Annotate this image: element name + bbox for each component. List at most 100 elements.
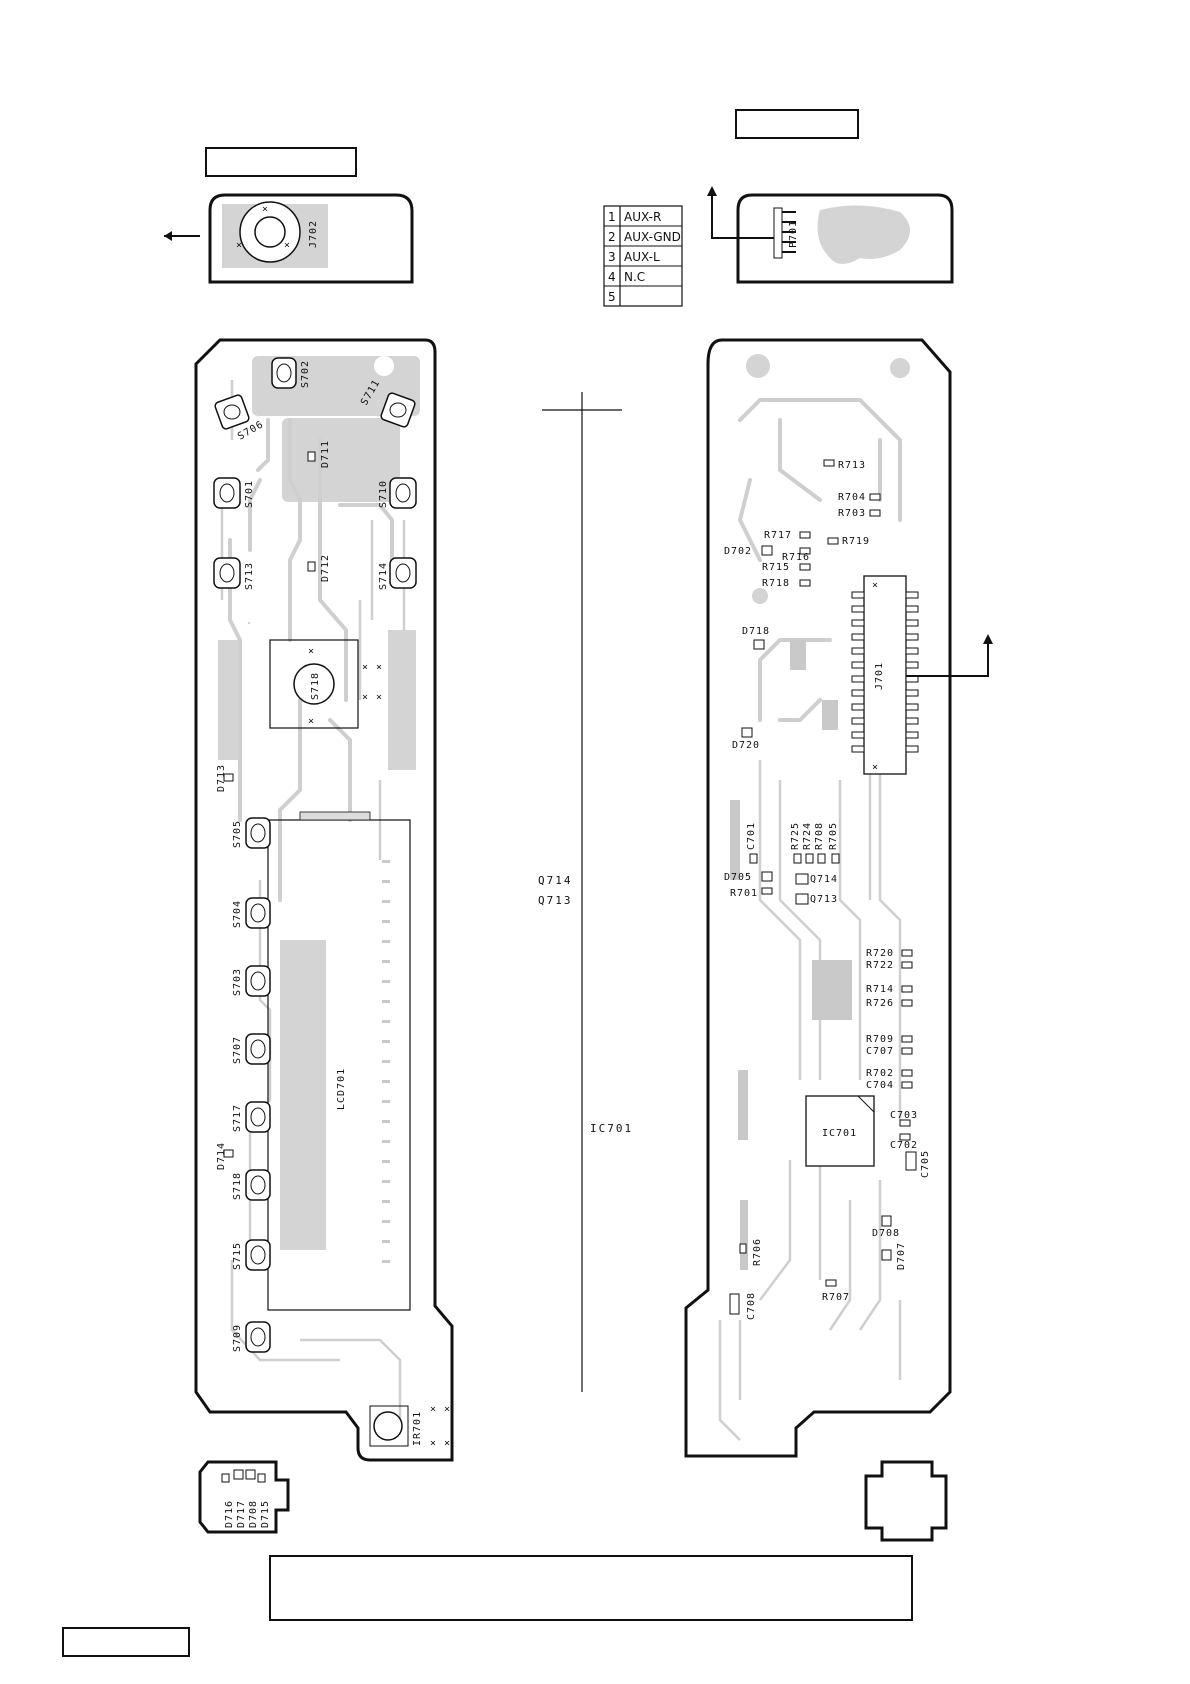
- label-r714: R714: [866, 984, 894, 995]
- label-r719: R719: [842, 536, 870, 547]
- svg-text:×: ×: [308, 646, 315, 657]
- center-switch-label: S718: [310, 672, 321, 700]
- svg-text:×: ×: [262, 204, 269, 215]
- svg-text:×: ×: [872, 580, 879, 591]
- lcd-label: LCD701: [336, 1068, 347, 1110]
- jack-board: × × × J702: [164, 193, 414, 284]
- left-board: LCD701 S718 × × × × × × S702 S706 S711 S…: [194, 338, 454, 1462]
- label-s714: S714: [378, 562, 389, 590]
- switch-s713[interactable]: [213, 557, 241, 589]
- ic-label: IC701: [822, 1128, 857, 1139]
- switch-s711[interactable]: [380, 392, 416, 428]
- label-c705: C705: [920, 1150, 931, 1178]
- switch-s705[interactable]: [245, 817, 271, 849]
- switch-s703[interactable]: [245, 965, 271, 997]
- connector-label: J701: [874, 662, 885, 690]
- ir-label: IR701: [412, 1411, 423, 1446]
- pin-3: 3: [608, 250, 616, 264]
- pin-3-signal: AUX-L: [624, 250, 660, 264]
- label-s704: S704: [232, 900, 243, 928]
- pin-2: 2: [608, 230, 616, 244]
- label-r704: R704: [838, 492, 866, 503]
- label-s713: S713: [244, 562, 255, 590]
- label-r703: R703: [838, 508, 866, 519]
- switch-s707[interactable]: [245, 1033, 271, 1065]
- label-d720: D720: [732, 740, 760, 751]
- label-d711: D711: [320, 440, 331, 468]
- label-s705: S705: [232, 820, 243, 848]
- label-d708: D708: [872, 1228, 900, 1239]
- label-s701: S701: [244, 480, 255, 508]
- label-d707: D707: [896, 1242, 907, 1270]
- jack-label: J702: [308, 220, 319, 248]
- svg-text:× ×: × ×: [362, 662, 383, 673]
- label-c707: C707: [866, 1046, 894, 1057]
- label-r717: R717: [764, 530, 792, 541]
- right-board: J701 × × IC701: [684, 338, 993, 1458]
- label-c703: C703: [890, 1110, 918, 1121]
- svg-text:×: ×: [236, 240, 243, 251]
- led-board: D716 D717 D708 D715: [198, 1460, 290, 1534]
- label-r718: R718: [762, 578, 790, 589]
- svg-text:× ×: × ×: [430, 1404, 451, 1415]
- switch-s701[interactable]: [213, 477, 241, 509]
- pin-1-signal: AUX-R: [624, 210, 661, 224]
- label-r726: R726: [866, 998, 894, 1009]
- label-r708: R708: [814, 822, 825, 850]
- label-s709: S709: [232, 1324, 243, 1352]
- switch-s706[interactable]: [214, 394, 250, 430]
- label-s717: S717: [232, 1104, 243, 1132]
- label-r706: R706: [752, 1238, 763, 1266]
- svg-text:×: ×: [284, 240, 291, 251]
- center-label-ic701: IC701: [590, 1122, 633, 1135]
- corner-board: [864, 1460, 948, 1542]
- title-box-left: [205, 147, 357, 177]
- pin-2-signal: AUX-GND: [624, 230, 681, 244]
- label-r724: R724: [802, 822, 813, 850]
- label-d715: D715: [260, 1500, 271, 1528]
- switch-s702[interactable]: [271, 357, 297, 389]
- pin-4-signal: N.C: [624, 270, 645, 284]
- connector-table: 1 AUX-R 2 AUX-GND 3 AUX-L 4 N.C 5: [603, 205, 683, 307]
- switch-s704[interactable]: [245, 897, 271, 929]
- label-d714: D714: [216, 1142, 227, 1170]
- label-d705: D705: [724, 872, 752, 883]
- label-r715: R715: [762, 562, 790, 573]
- switch-s714[interactable]: [389, 557, 417, 589]
- label-s718b: S718: [232, 1172, 243, 1200]
- label-r707: R707: [822, 1292, 850, 1303]
- label-r702: R702: [866, 1068, 894, 1079]
- svg-text:×: ×: [308, 716, 315, 727]
- label-c704: C704: [866, 1080, 894, 1091]
- label-r705: R705: [828, 822, 839, 850]
- label-c701: C701: [746, 822, 757, 850]
- label-q713: Q713: [810, 894, 838, 905]
- label-r713: R713: [838, 460, 866, 471]
- switch-s718b[interactable]: [245, 1169, 271, 1201]
- label-q714: Q714: [810, 874, 838, 885]
- switch-s715[interactable]: [245, 1239, 271, 1271]
- label-d712: D712: [320, 554, 331, 582]
- label-d716: D716: [224, 1500, 235, 1528]
- label-s703: S703: [232, 968, 243, 996]
- plug-board: P701: [707, 186, 954, 284]
- label-s702: S702: [300, 360, 311, 388]
- pin-1: 1: [608, 210, 616, 224]
- label-d702: D702: [724, 546, 752, 557]
- switch-s709[interactable]: [245, 1321, 271, 1353]
- svg-text:×: ×: [872, 762, 879, 773]
- center-label-q714: Q714: [538, 874, 573, 887]
- caption-box: [269, 1555, 913, 1621]
- label-s710: S710: [378, 480, 389, 508]
- switch-s710[interactable]: [389, 477, 417, 509]
- title-box-right: [735, 109, 859, 139]
- label-d708-led: D708: [248, 1500, 259, 1528]
- pin-4: 4: [608, 270, 616, 284]
- label-r722: R722: [866, 960, 894, 971]
- label-r716: R716: [782, 552, 810, 563]
- label-c702: C702: [890, 1140, 918, 1151]
- label-s715: S715: [232, 1242, 243, 1270]
- label-c708: C708: [746, 1292, 757, 1320]
- switch-s717[interactable]: [245, 1101, 271, 1133]
